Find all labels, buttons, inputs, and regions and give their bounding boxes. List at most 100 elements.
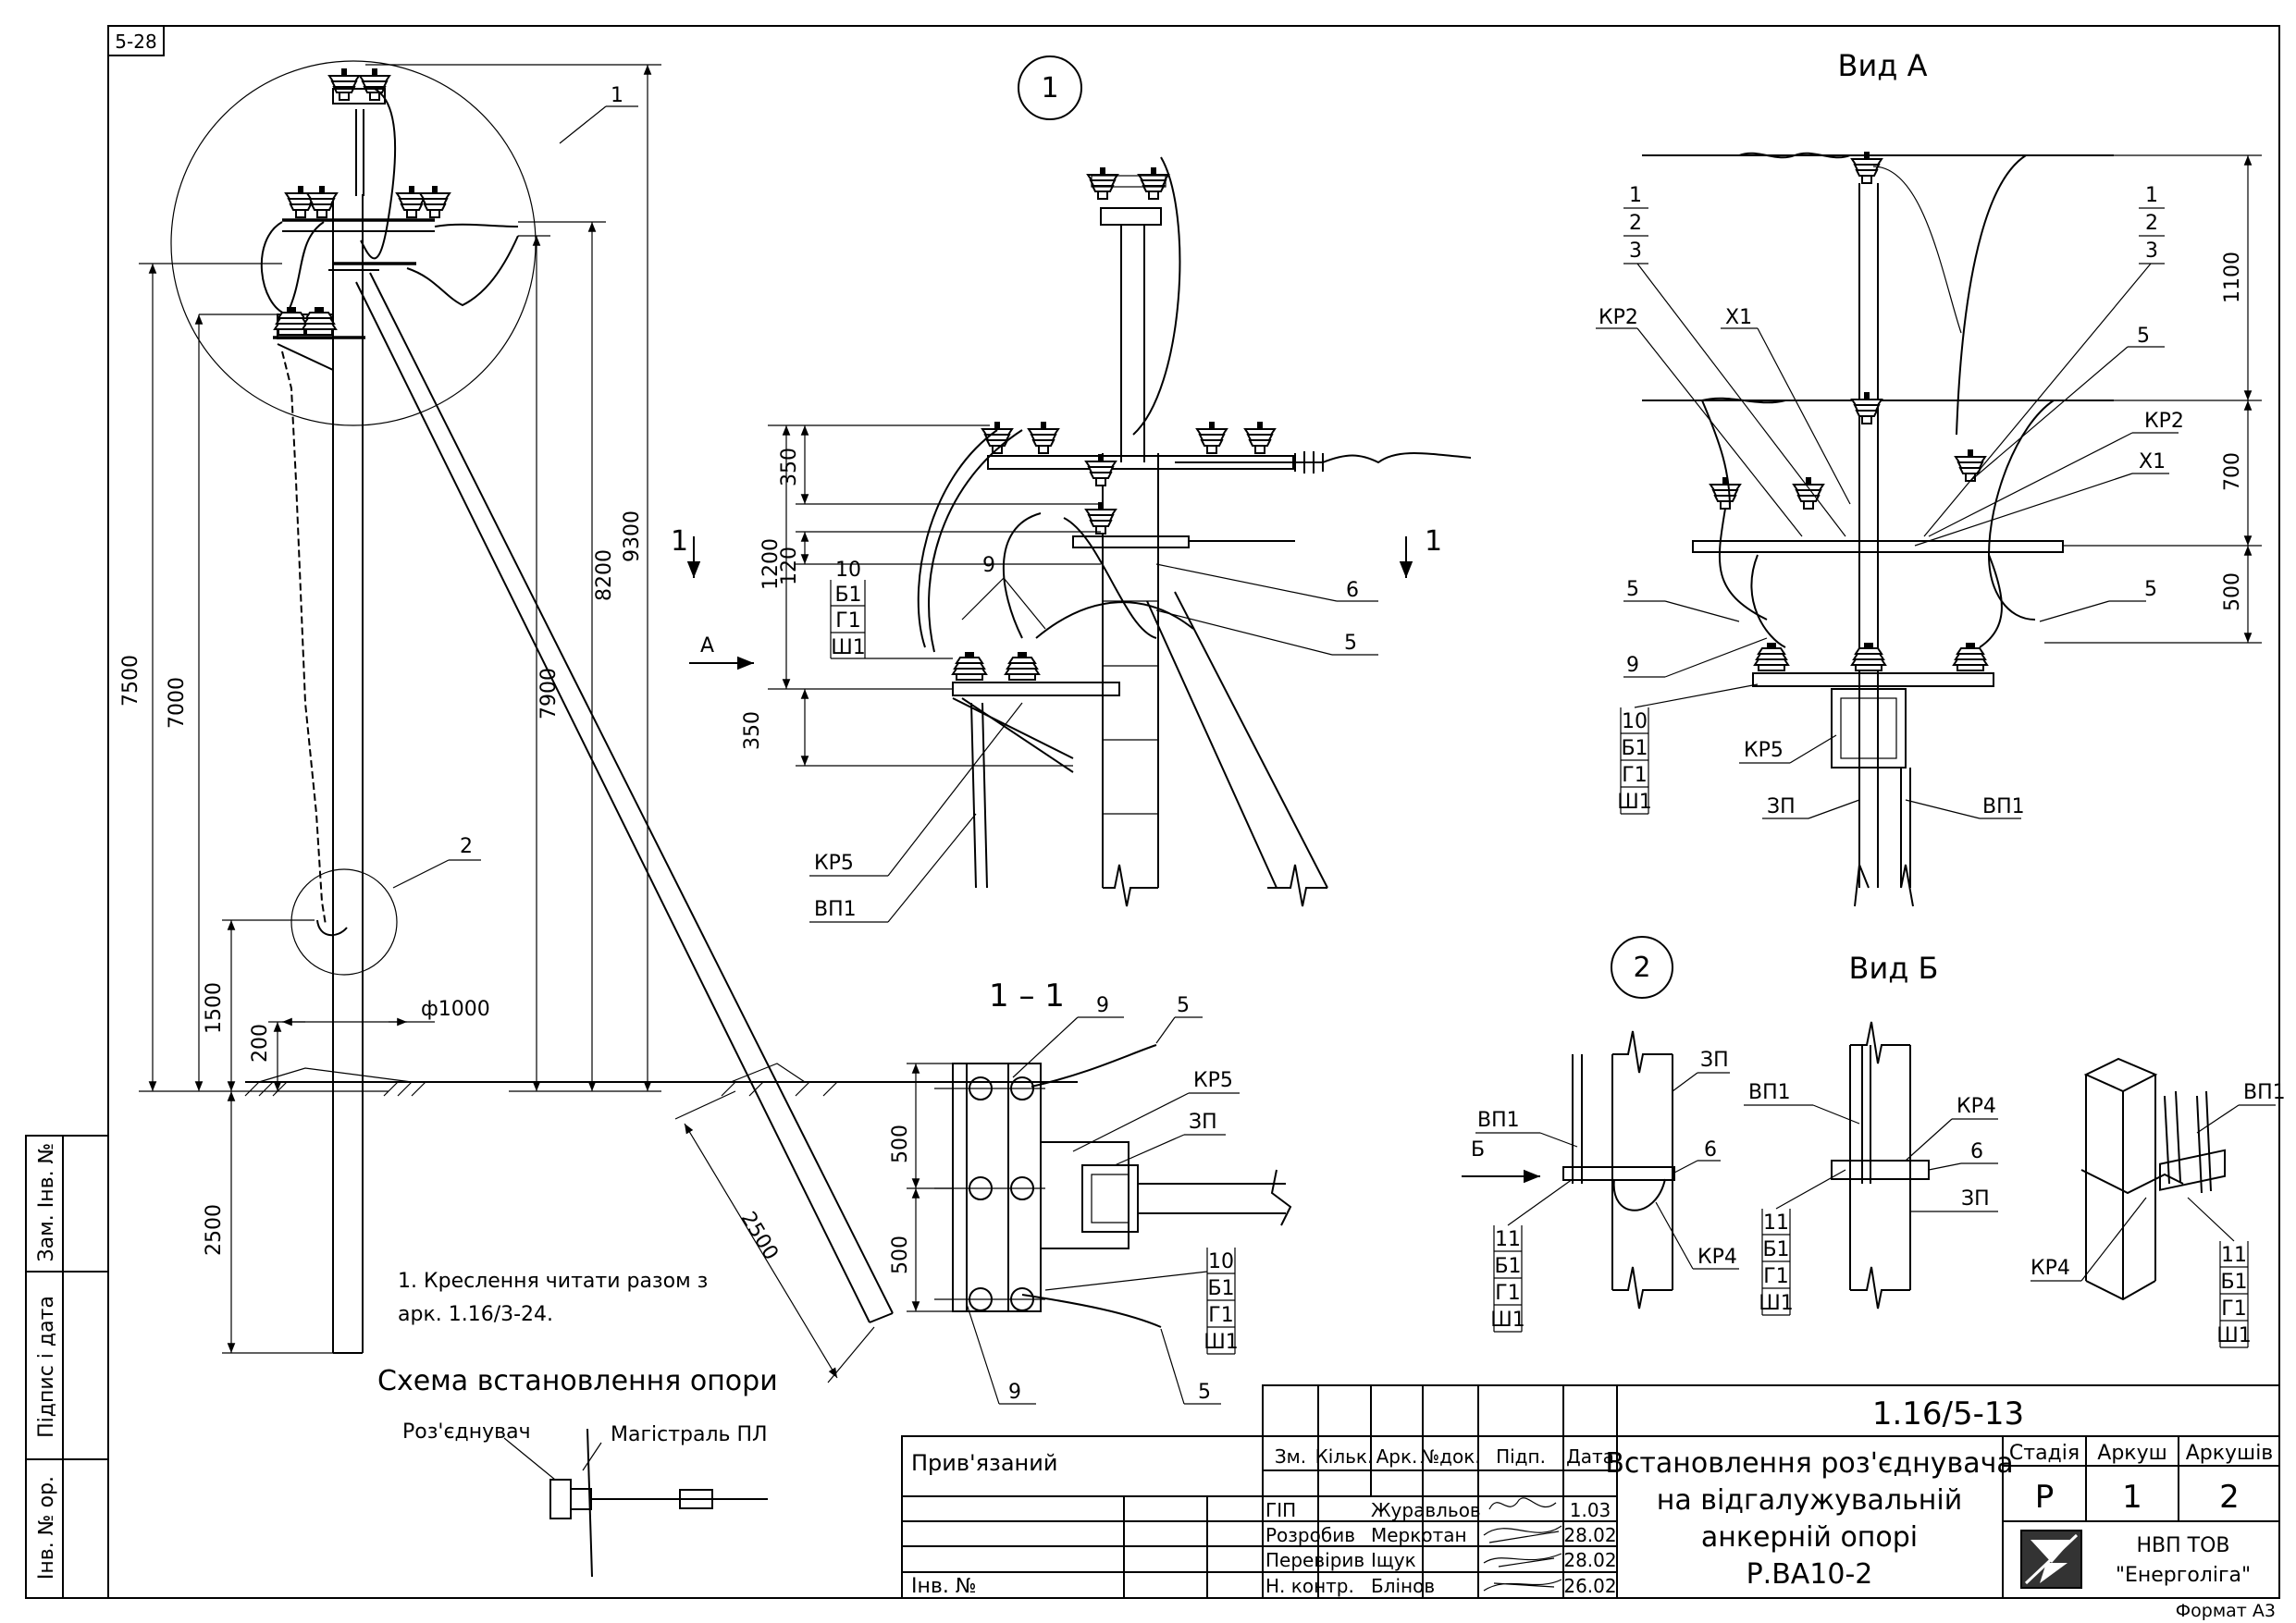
view-a-5-top-right: 5	[2137, 325, 2150, 348]
view-arrow-a: А	[700, 634, 714, 658]
s11-zp: ЗП	[1189, 1111, 1217, 1134]
d1-leader-g1: Г1	[835, 609, 860, 633]
detail-1-view: 1	[671, 55, 1472, 923]
inv-no-label: Інв. №	[911, 1575, 977, 1598]
sheet-tag-box	[107, 25, 165, 56]
d2-sh1-b: Ш1	[1759, 1292, 1794, 1315]
view-a-dim-1100: 1100	[2221, 252, 2244, 303]
row-1-date: 28.02	[1563, 1524, 1616, 1546]
row-3-role: Н. контр.	[1265, 1575, 1354, 1597]
view-b-title: Вид Б	[1849, 951, 1939, 986]
view-a-left-2: 2	[1629, 212, 1642, 235]
s11-5-top: 5	[1177, 994, 1190, 1017]
view-a-9: 9	[1626, 654, 1639, 677]
detail-2-marker: 2	[1633, 952, 1650, 984]
d1-leader-10: 10	[835, 559, 861, 582]
format-label: Формат А3	[2176, 1601, 2276, 1621]
view-a-g1: Г1	[1622, 764, 1647, 787]
d2-11-b: 11	[1763, 1211, 1789, 1235]
view-a-vp1: ВП1	[1982, 795, 2025, 818]
title-block: Прив'язаний Інв. № Зм. Кільк. Арк. №док.…	[901, 1384, 2280, 1599]
d2-g1-b: Г1	[1763, 1265, 1788, 1288]
view-a-right-1: 1	[2145, 184, 2158, 207]
replace-inv-label: Зам. Інв. №	[35, 1143, 58, 1262]
th-ndok: №док.	[1420, 1445, 1480, 1468]
d1-leader-sh1: Ш1	[831, 636, 866, 659]
d2-g1-c: Г1	[2221, 1297, 2246, 1321]
d2-11-c: 11	[2221, 1244, 2247, 1267]
d2-vp1-b: ВП1	[1748, 1081, 1791, 1104]
s11-b1: Б1	[1207, 1277, 1234, 1300]
view-a-5-right: 5	[2144, 578, 2157, 601]
s11-dim-500-top: 500	[889, 1125, 912, 1163]
view-a-dim-500: 500	[2221, 572, 2244, 611]
view-a-kp2-left: КР2	[1599, 306, 1638, 329]
dim-1200: 1200	[759, 538, 783, 590]
side-stamp: Зам. Інв. № Підпис і дата Інв. № ор.	[25, 1135, 109, 1599]
row-3-name: Блінов	[1371, 1575, 1435, 1597]
callout-1: 1	[611, 84, 623, 107]
s11-5-bottom: 5	[1198, 1381, 1211, 1404]
row-0-date: 1.03	[1570, 1499, 1611, 1521]
row-3-date: 26.02	[1563, 1575, 1616, 1597]
th-ark: Арк.	[1376, 1445, 1418, 1468]
view-a-x1-left: Х1	[1725, 306, 1752, 329]
dim-120: 120	[778, 547, 801, 585]
d1-leader-b1: Б1	[834, 584, 861, 607]
d2-vp1-a: ВП1	[1477, 1109, 1520, 1132]
d2-6-a: 6	[1704, 1138, 1717, 1162]
scheme-label-disconnector: Роз'єднувач	[402, 1420, 531, 1444]
d2-b1-a: Б1	[1494, 1255, 1521, 1278]
d2-sh1-c: Ш1	[2216, 1324, 2252, 1347]
view-a-dim-700: 700	[2221, 452, 2244, 491]
row-0-name: Журавльов	[1371, 1499, 1481, 1521]
sheets-value: 2	[2219, 1479, 2240, 1516]
section-mark-right: 1	[1425, 525, 1442, 558]
d2-g1-a: Г1	[1495, 1282, 1520, 1305]
s11-kp5: КР5	[1193, 1069, 1233, 1092]
notes: 1. Креслення читати разом з арк. 1.16/3-…	[398, 1270, 708, 1326]
sheet-value: 1	[2122, 1479, 2142, 1516]
view-a-x1-right: Х1	[2139, 450, 2166, 473]
view-a-right-2: 2	[2145, 212, 2158, 235]
dim-200: 200	[249, 1024, 272, 1063]
scheme-title: Схема встановлення опори	[377, 1365, 778, 1397]
view-a-title: Вид А	[1838, 48, 1928, 83]
d1-leader-9: 9	[982, 554, 995, 577]
d2-zp-a: ЗП	[1700, 1049, 1729, 1072]
dim-2500-vertical: 2500	[203, 1204, 226, 1256]
dim-7000: 7000	[166, 677, 189, 729]
s11-dim-500-bottom: 500	[889, 1236, 912, 1274]
tied-label: Прив'язаний	[911, 1450, 1057, 1476]
callout-2: 2	[460, 835, 473, 858]
d2-b-arrow: Б	[1471, 1138, 1485, 1162]
dim-350-top: 350	[778, 448, 801, 486]
s11-sh1: Ш1	[1204, 1331, 1239, 1354]
s11-10: 10	[1208, 1250, 1234, 1273]
dim-2500-strut: 2500	[735, 1208, 782, 1264]
doc-code: 1.16/5-13	[1872, 1396, 2024, 1432]
dim-1500: 1500	[203, 982, 226, 1034]
view-a-left-1: 1	[1629, 184, 1642, 207]
company-logo	[2020, 1530, 2082, 1589]
th-pidp: Підп.	[1496, 1445, 1546, 1468]
row-1-name: Меркотан	[1371, 1524, 1467, 1546]
inv-orig-label: Інв. № ор.	[35, 1476, 58, 1580]
s11-g1: Г1	[1208, 1304, 1233, 1327]
row-2-role: Перевірив	[1265, 1549, 1364, 1571]
d2-vp1-c: ВП1	[2243, 1081, 2286, 1104]
note-line-2: арк. 1.16/3-24.	[398, 1303, 553, 1326]
s11-9-bottom: 9	[1008, 1381, 1021, 1404]
installation-scheme: Схема встановлення опори Роз'єднувач Маг…	[377, 1365, 778, 1578]
view-a-zp: ЗП	[1767, 795, 1796, 818]
d2-zp-b: ЗП	[1961, 1187, 1990, 1211]
dim-7900: 7900	[537, 668, 561, 719]
d2-11-a: 11	[1495, 1228, 1521, 1251]
detail-1-marker: 1	[1041, 72, 1058, 105]
section-1-1: 1 – 1 500 500 9 5 КР5	[889, 977, 1292, 1405]
note-line-1: 1. Креслення читати разом з	[398, 1270, 708, 1293]
detail-2-view-b: 2 Вид Б Б ВП1 ЗП 6 КР4 11 Б1 Г1 Ш1	[1462, 936, 2286, 1348]
title-line-3: анкерній опорі	[1701, 1521, 1918, 1554]
view-a-kp5: КР5	[1744, 739, 1784, 762]
